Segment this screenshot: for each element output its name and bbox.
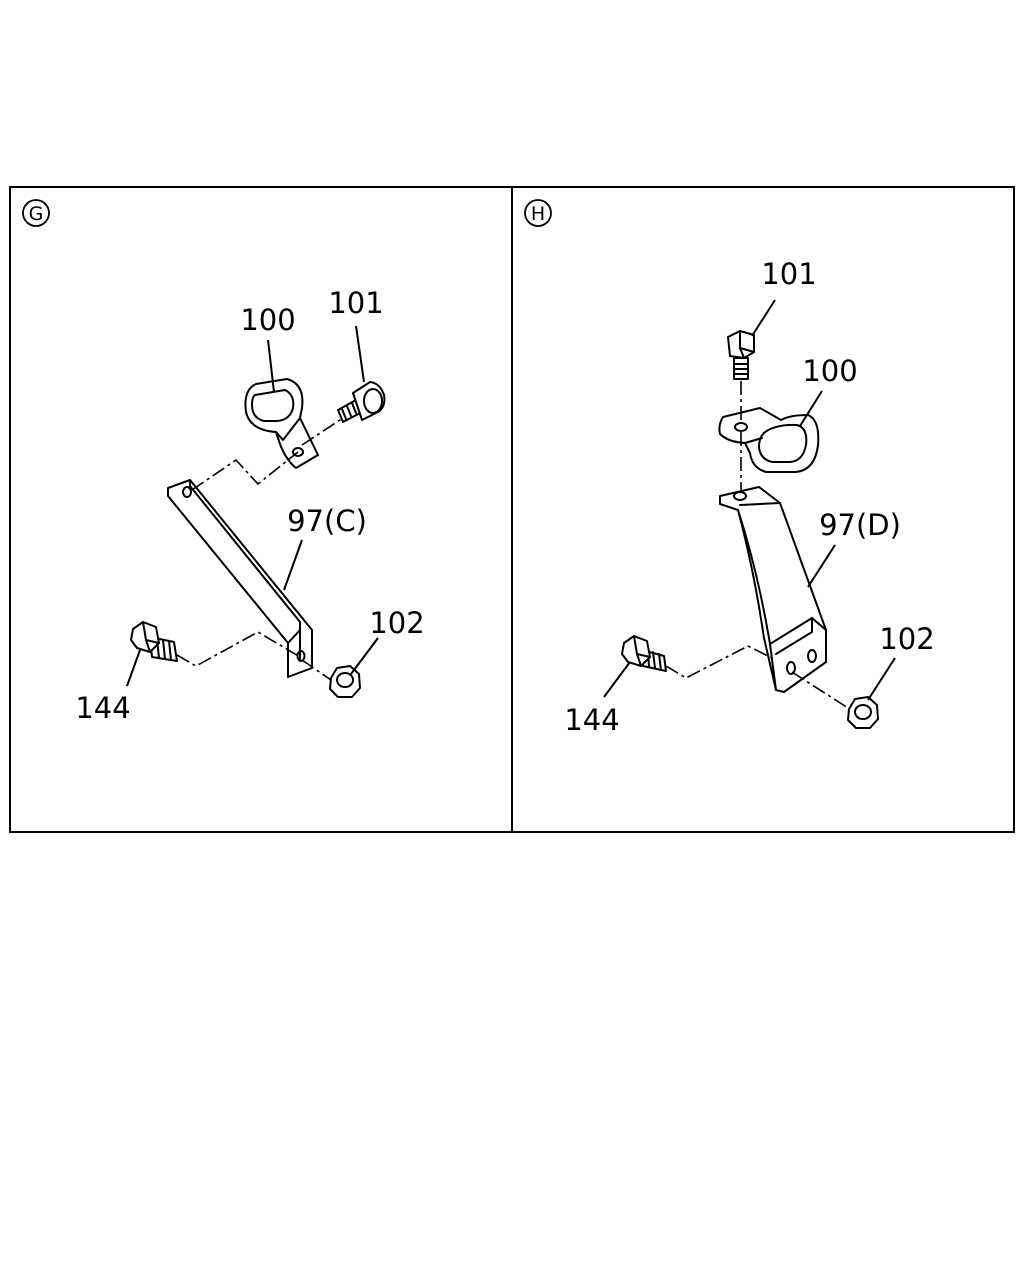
label-144-h: 144 — [564, 703, 619, 737]
nut-102-g — [329, 665, 361, 698]
bracket-97c — [167, 479, 313, 678]
bolt-144-g — [130, 621, 178, 662]
label-100-g: 100 — [240, 303, 295, 337]
panel-h-id: H — [531, 203, 545, 225]
clip-100-h — [718, 407, 820, 473]
label-101-g: 101 — [328, 286, 383, 320]
label-102-g: 102 — [369, 606, 424, 640]
label-97d: 97(D) — [819, 508, 901, 542]
label-102-h: 102 — [879, 622, 934, 656]
bolt-101-g — [337, 381, 386, 423]
nut-102-h — [847, 696, 879, 729]
label-97c: 97(C) — [287, 504, 367, 538]
bolt-101-h — [727, 330, 755, 380]
label-101-h: 101 — [761, 257, 816, 291]
label-100-h: 100 — [802, 354, 857, 388]
panel-g: G — [22, 199, 425, 725]
panel-g-id: G — [29, 203, 44, 225]
clip-100-g — [244, 378, 319, 469]
label-144-g: 144 — [75, 691, 130, 725]
panel-h: H — [524, 199, 935, 737]
bolt-144-h — [621, 635, 667, 672]
panel-g-badge: G — [22, 199, 50, 227]
bracket-97d — [719, 486, 827, 693]
panel-h-badge: H — [524, 199, 552, 227]
